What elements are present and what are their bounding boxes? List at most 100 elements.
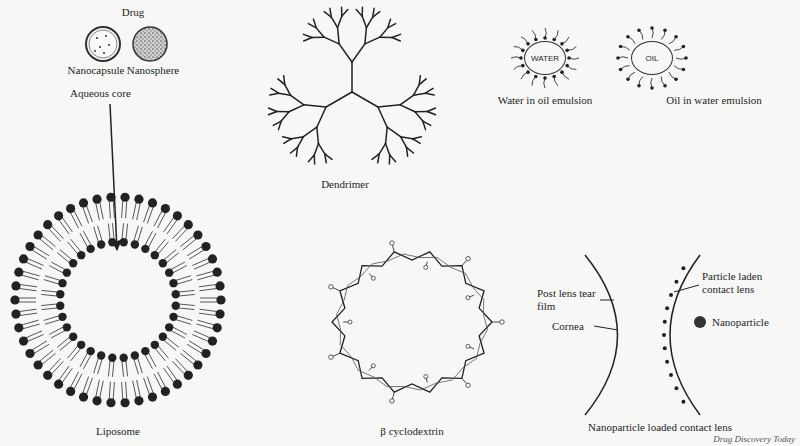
particle-dot <box>669 293 673 297</box>
stroke <box>284 76 285 85</box>
lipid-head <box>215 281 224 290</box>
stroke <box>366 17 372 27</box>
part-label: Oil in water emulsion <box>666 94 762 107</box>
surfactant-head <box>682 68 686 72</box>
stroke <box>365 37 380 44</box>
stroke <box>390 155 396 162</box>
nanosphere <box>133 27 167 61</box>
lipid-head <box>172 301 180 309</box>
lipid-head <box>14 323 23 332</box>
stroke <box>371 276 375 280</box>
stroke <box>390 241 394 245</box>
emulsion-droplet: WATER <box>524 41 566 75</box>
lipid-head <box>86 245 94 253</box>
lipid-head <box>69 259 77 267</box>
droplet-label: WATER <box>531 54 559 63</box>
lipid-head <box>131 240 139 248</box>
stroke <box>284 139 292 144</box>
surfactant-head <box>543 76 547 80</box>
surfactant-head <box>543 36 547 40</box>
lipid-head <box>79 198 88 207</box>
lipid-head <box>97 240 105 248</box>
stroke <box>400 95 413 105</box>
stroke <box>361 7 363 16</box>
particle-dot <box>681 266 685 270</box>
stroke <box>351 62 353 92</box>
stroke <box>312 36 324 38</box>
stroke <box>380 28 388 37</box>
lipid-head <box>58 279 66 287</box>
lipid-head <box>66 387 75 396</box>
lipid-head <box>10 295 19 304</box>
surfactant-head <box>619 45 623 49</box>
pointer-arrow <box>110 104 117 250</box>
stroke <box>372 154 379 159</box>
stroke <box>425 88 433 93</box>
surfactant-head <box>552 38 556 42</box>
part-label: Drug <box>122 6 145 19</box>
part-label: Nanoparticle loaded contact lens <box>588 421 732 434</box>
lipid-head <box>201 242 210 251</box>
surfactant-head <box>626 35 630 39</box>
lipid-head <box>56 290 64 298</box>
lipid-head <box>54 211 63 220</box>
surfactant-head <box>534 38 538 42</box>
stroke <box>424 265 428 269</box>
stroke <box>427 108 435 111</box>
stroke <box>273 121 281 125</box>
stroke <box>400 105 415 112</box>
stroke <box>337 254 488 390</box>
lipid-head <box>106 398 115 407</box>
lipid-head <box>106 193 115 202</box>
part-label: Nanocapsule <box>68 64 125 77</box>
contact-lens <box>585 255 706 415</box>
lipid-head <box>169 279 177 287</box>
stroke <box>365 28 367 44</box>
stroke <box>270 93 279 95</box>
stroke <box>466 256 470 260</box>
particle-dot <box>663 346 667 350</box>
lipid-head <box>43 220 52 229</box>
lipid-head <box>184 371 193 380</box>
stroke <box>329 355 333 359</box>
surfactant-head <box>674 77 678 81</box>
emulsion-droplet: OIL <box>631 41 673 75</box>
stroke <box>362 16 366 27</box>
lipid-head <box>184 220 193 229</box>
stroke <box>415 111 427 113</box>
stroke <box>331 17 337 27</box>
lipid-head <box>14 268 23 277</box>
part-label: Aqueous core <box>70 87 131 100</box>
part-label: Cornea <box>552 320 584 333</box>
surfactant-head <box>626 77 630 81</box>
particle-dot <box>674 280 678 284</box>
part-label: Post lens tear film <box>537 287 597 313</box>
part-label: Particle laden contact lens <box>702 270 792 296</box>
lipid-head <box>86 347 94 355</box>
lipid-head <box>134 396 143 405</box>
surfactant-head <box>637 84 641 88</box>
surfactant-head <box>565 49 569 53</box>
surfactant-head <box>552 75 556 79</box>
dendrimer <box>268 7 435 164</box>
lipid-head <box>54 380 63 389</box>
stroke <box>379 144 385 154</box>
stroke <box>419 79 426 85</box>
surfactant-head <box>526 70 530 74</box>
stroke <box>423 121 426 130</box>
lipid-head <box>11 281 20 290</box>
lipid-head <box>108 238 116 246</box>
stroke <box>325 154 326 163</box>
particle-dot <box>665 360 669 364</box>
lipid-head <box>173 211 182 220</box>
lipid-head <box>141 347 149 355</box>
stroke <box>313 19 316 28</box>
surfactant-head <box>521 49 525 53</box>
part-label: β cyclodextrin <box>380 425 443 438</box>
surfactant-head <box>650 26 654 30</box>
stroke <box>425 93 434 95</box>
stroke <box>401 137 407 148</box>
stroke <box>304 34 312 37</box>
stroke <box>342 10 348 17</box>
liposome <box>10 193 225 408</box>
